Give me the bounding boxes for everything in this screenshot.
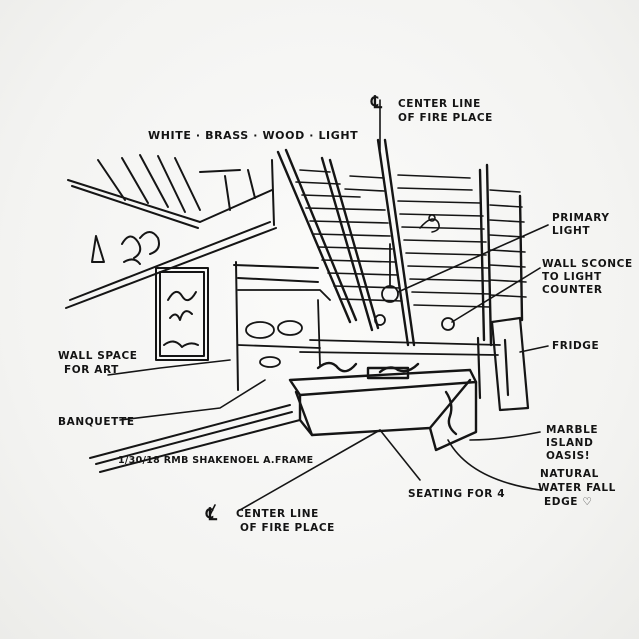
centerline-symbol-top: ℄ — [371, 93, 382, 113]
room-edges — [89, 261, 319, 473]
fridge-sketch — [476, 316, 530, 412]
banquette-label: BANQUETTE — [58, 416, 135, 428]
waterfall-line1: NATURAL — [540, 468, 599, 480]
waterfall-line3: EDGE ♡ — [544, 496, 593, 508]
centerline-symbol-bottom: ℄ — [206, 505, 217, 525]
marble-island — [288, 361, 478, 452]
centerline-bottom-line2: OF FIRE PLACE — [240, 522, 335, 534]
marble-line3: OASIS! — [546, 450, 591, 462]
wall-sconce-line3: COUNTER — [542, 284, 603, 296]
fridge-label: FRIDGE — [552, 340, 600, 352]
wall-space-line2: FOR ART — [64, 364, 119, 376]
kitchen-back-wall — [237, 243, 501, 368]
ceiling-slats — [295, 169, 527, 308]
marble-line2: ISLAND — [546, 437, 594, 449]
a-frame-beams — [276, 138, 524, 347]
seating-label: SEATING FOR 4 — [408, 488, 506, 500]
loft-structure — [65, 154, 277, 309]
signature-label: 1/30/18 RMB SHAKENOEL A.FRAME — [118, 455, 314, 466]
centerline-top-line2: OF FIRE PLACE — [398, 112, 493, 124]
wall-space-line1: WALL SPACE — [58, 350, 138, 362]
wall-sconce-line1: WALL SCONCE — [542, 258, 633, 270]
primary-light-line1: PRIMARY — [552, 212, 610, 224]
centerline-top-line1: CENTER LINE — [398, 98, 481, 110]
leader-lines — [107, 99, 549, 516]
primary-light-line2: LIGHT — [552, 225, 591, 237]
palette-label: WHITE · BRASS · WOOD · LIGHT — [148, 129, 359, 142]
primary-light-mark — [419, 214, 440, 233]
centerline-bottom-line1: CENTER LINE — [236, 508, 319, 520]
waterfall-line2: WATER FALL — [538, 482, 616, 494]
wall-art-frame — [155, 267, 209, 361]
marble-line1: MARBLE — [546, 424, 599, 436]
wall-sconce-line2: TO LIGHT — [542, 271, 602, 283]
